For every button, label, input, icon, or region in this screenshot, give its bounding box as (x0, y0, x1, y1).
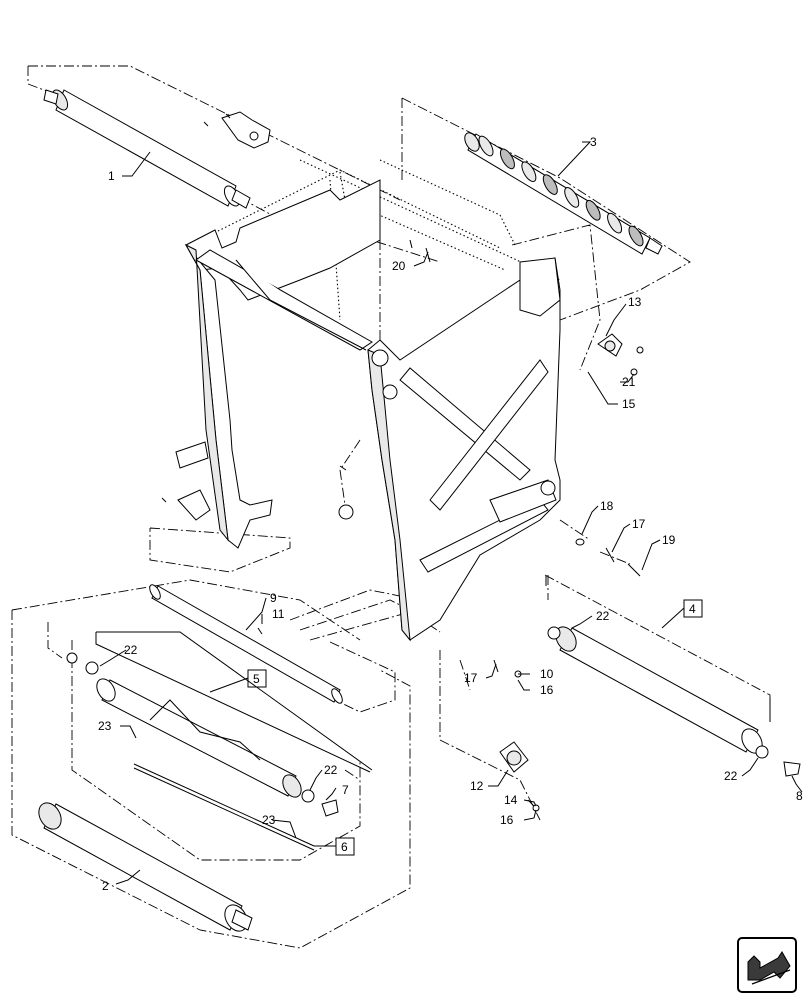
label-part-1: 1 (108, 169, 115, 183)
label-part-21: 21 (622, 375, 636, 389)
label-part-7: 7 (342, 783, 349, 797)
roller-3-rib (585, 199, 601, 221)
label-part-5: 5 (253, 672, 260, 686)
label-part-17-lower: 17 (464, 671, 478, 685)
label-part-23-upper: 23 (98, 719, 112, 733)
label-part-15: 15 (622, 397, 636, 411)
label-part-6: 6 (341, 840, 348, 854)
callout-boxes (95, 576, 771, 856)
roller-3-rib (628, 225, 644, 247)
roller-3-rib (564, 187, 580, 208)
part-number-labels: 1 2 3 4 5 6 7 8 9 10 11 12 13 14 15 16 1… (98, 135, 803, 893)
label-part-22-left-lower: 22 (324, 763, 338, 777)
label-part-2: 2 (102, 879, 109, 893)
label-part-18: 18 (600, 499, 614, 513)
label-part-3: 3 (590, 135, 597, 149)
label-part-23-lower: 23 (262, 813, 276, 827)
roller-5 (66, 652, 339, 817)
roller-3-rib (542, 174, 558, 195)
label-part-22-left-upper: 22 (124, 643, 138, 657)
label-part-9: 9 (270, 591, 277, 605)
roller-3-ribs (478, 135, 644, 247)
cross-member-9 (149, 584, 343, 704)
roller-3-rib (521, 161, 537, 183)
label-part-4: 4 (689, 602, 696, 616)
label-part-16-lower: 16 (500, 813, 514, 827)
label-part-8: 8 (796, 789, 803, 803)
label-part-14: 14 (504, 793, 518, 807)
label-part-22-right-lower: 22 (724, 769, 738, 783)
roller-4 (547, 626, 801, 777)
label-part-16-upper: 16 (540, 683, 554, 697)
label-part-22-right-upper: 22 (596, 609, 610, 623)
label-part-20: 20 (392, 259, 406, 273)
leader-lines (99, 141, 803, 885)
assembly-guide-lines (11, 65, 771, 949)
roller-3-rib (607, 212, 623, 234)
label-part-19: 19 (662, 533, 676, 547)
bearing-12 (499, 741, 529, 773)
label-part-11: 11 (272, 607, 285, 621)
main-frame (175, 111, 561, 642)
bearing-13 (597, 333, 623, 357)
roller-2 (38, 802, 253, 932)
label-part-17-upper: 17 (632, 517, 646, 531)
label-part-10: 10 (540, 667, 554, 681)
scraper-strips-23 (133, 763, 315, 851)
roller-3-rib (478, 135, 494, 157)
label-part-12: 12 (470, 779, 484, 793)
roller-3-rib (499, 148, 515, 170)
roller-1 (43, 89, 251, 209)
roller-3 (464, 132, 663, 255)
next-page-arrow-icon[interactable] (737, 937, 797, 993)
label-part-13: 13 (628, 295, 642, 309)
